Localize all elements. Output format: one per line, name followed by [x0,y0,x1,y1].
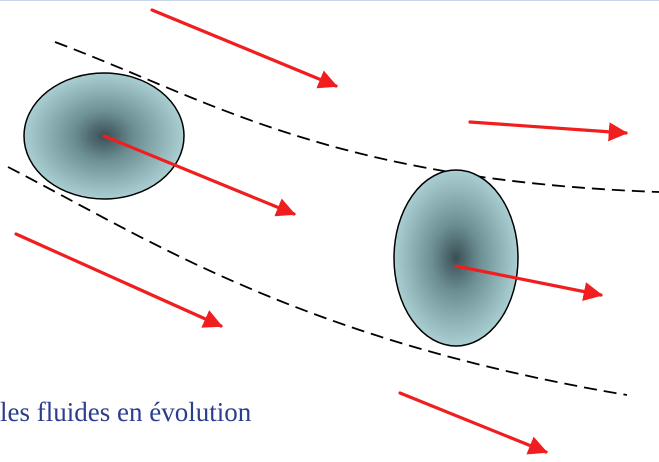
velocity-arrow-bottom-left [14,232,223,328]
streamline-lower [7,166,628,396]
velocity-arrow-left-particle [102,134,296,217]
velocity-arrow-top-right [468,120,628,142]
velocity-arrow-right-particle [454,264,603,302]
fluid-particle-right [393,169,519,347]
velocity-arrow-bottom-right [398,391,548,455]
caption-text: les fluides en évolution [0,397,252,427]
top-rule [0,0,659,1]
streamline-upper [54,41,659,193]
velocity-arrow-top [150,8,338,89]
